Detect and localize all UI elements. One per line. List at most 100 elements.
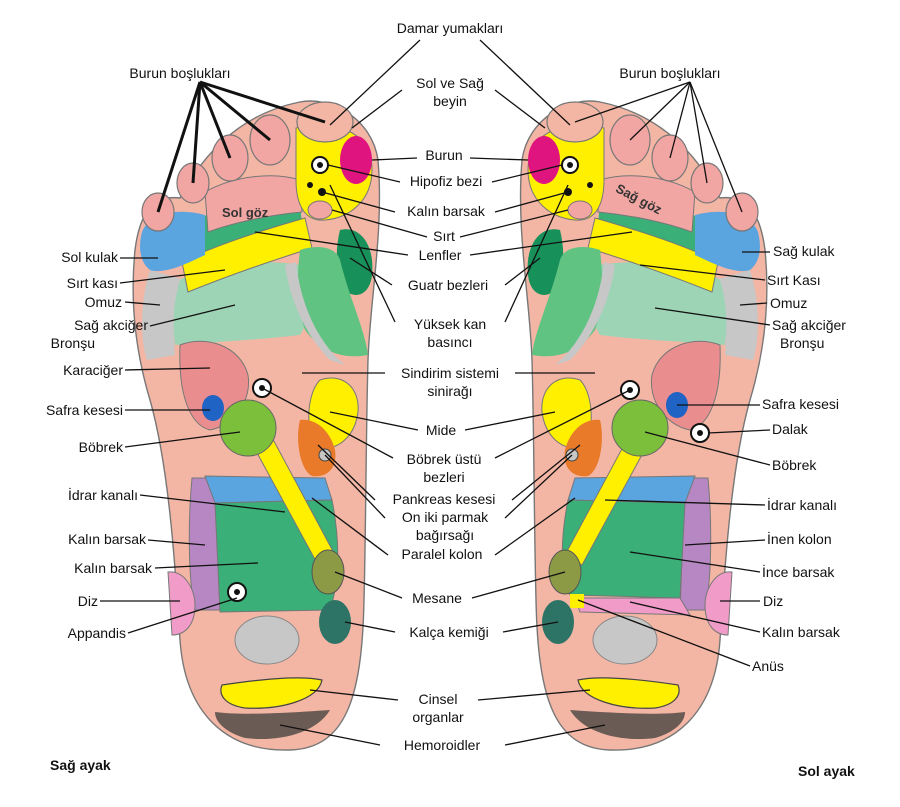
right-foot-grey-strip: [285, 262, 345, 365]
label-left-kalin-1: Kalın barsak: [68, 531, 147, 547]
left-foot-back-dot: [567, 200, 593, 220]
right-foot-nose-zone: [340, 136, 372, 184]
label-guatr: Guatr bezleri: [408, 277, 488, 293]
nose-leader-1: [371, 157, 418, 161]
left-liver-leader: [124, 367, 211, 371]
lymph-leader-1: [254, 231, 409, 256]
label-left-sirt-kasi: Sırt kası: [67, 275, 118, 291]
label-left-sol-kulak: Sol kulak: [61, 249, 119, 265]
left-foot-heel-zone: [592, 615, 658, 665]
label-right-sirt-kasi: Sırt Kası: [767, 272, 821, 288]
label-bobrek-ustu-2: bezleri: [423, 469, 464, 485]
label-paralel: Paralel kolon: [402, 546, 483, 562]
right-foot-gallbladder: [202, 395, 224, 421]
parallel-colon-leader-2: [494, 497, 576, 556]
label-sindirim-1: Sindirim sistemi: [401, 365, 499, 381]
label-left-bronsu: Bronşu: [51, 335, 95, 351]
label-kalin-barsak: Kalın barsak: [407, 203, 486, 219]
right-foot-hip: [319, 600, 351, 644]
right-foot-eye-text: Sol göz: [222, 205, 269, 220]
right-shoulder-leader: [739, 302, 768, 306]
right-foot-bladder: [311, 549, 345, 595]
right-foot: Sol göz: [132, 100, 381, 751]
hemorrhoid-leader-1: [279, 724, 381, 746]
right-colon-leader: [629, 601, 761, 633]
left-foot-grey-strip: [555, 262, 615, 365]
label-sindirim-2: sinirağı: [427, 383, 472, 399]
hip-leader-1: [344, 621, 396, 633]
left-foot-transverse-colon: [567, 475, 696, 504]
thyroid-leader-2: [504, 257, 541, 286]
label-right-dalak: Dalak: [772, 421, 809, 437]
right-foot-pancreas-zone: [298, 419, 336, 477]
label-pankreas: Pankreas kesesi: [393, 491, 496, 507]
label-left-karaciger: Karaciğer: [63, 362, 123, 378]
right-foot-shoulder-band: [142, 270, 185, 360]
label-right-safra: Safra kesesi: [762, 396, 839, 412]
left-foot: Sağ göz: [519, 100, 768, 751]
pancreas-leader-1: [317, 444, 376, 501]
left-foot-shoulder-band: [715, 270, 758, 360]
right-foot-dot: [307, 182, 313, 188]
label-right-bobrek: Böbrek: [772, 457, 817, 473]
left-shoulder-leader: [124, 301, 161, 306]
back-leader-2: [459, 209, 569, 238]
left-ureter-leader: [139, 494, 286, 513]
label-left-diz: Diz: [78, 593, 98, 609]
labels: Damar yumakları Sol ve Sağ beyin Burun H…: [46, 20, 855, 779]
hip-leader-2: [502, 621, 559, 633]
right-small-int-leader: [629, 551, 761, 573]
stomach-leader-2: [464, 411, 556, 431]
label-left-akciger: Sağ akciğer: [74, 317, 148, 333]
label-left-appandis: Appandis: [68, 625, 126, 641]
damar-leader-1: [329, 39, 421, 126]
hemorrhoid-leader-2: [504, 724, 606, 746]
genital-leader-1: [309, 689, 399, 701]
right-foot-hemorrhoid-zone: [215, 710, 330, 740]
right-foot-genital-zone: [220, 677, 323, 709]
label-mide: Mide: [426, 422, 457, 438]
right-descending-leader: [684, 539, 766, 546]
label-right-omuz: Omuz: [770, 295, 807, 311]
label-burun: Burun: [425, 147, 462, 163]
right-foot-appendix-core: [234, 589, 240, 595]
parallel-colon-leader-1: [311, 497, 389, 556]
label-bobrek-ustu-1: Böbrek üstü: [407, 451, 482, 467]
label-right-bronsu: Bronşu: [780, 335, 824, 351]
left-foot-anus-zone: [570, 594, 584, 608]
right-spleen-leader: [707, 429, 771, 434]
adrenal-leader-1: [261, 387, 394, 459]
left-foot-pituitary-core: [567, 162, 573, 168]
brain-leader-1: [351, 89, 403, 129]
label-right-anus: Anüs: [752, 658, 784, 674]
left-foot-pancreas-zone: [564, 419, 602, 477]
colon-top-leader-2: [494, 191, 569, 213]
colon-top-leader-1: [321, 191, 396, 213]
pituitary-leader-2: [491, 164, 563, 183]
label-right-inen: İnen kolon: [767, 530, 832, 547]
label-kalca: Kalça kemiği: [409, 624, 488, 640]
label-sirt: Sırt: [433, 228, 455, 244]
left-foot-knee-zone: [704, 571, 733, 636]
label-left-bobrek: Böbrek: [79, 439, 124, 455]
damar-leader-2: [479, 39, 571, 126]
left-lung-leader: [149, 304, 236, 327]
lymph-leader-2: [469, 231, 633, 256]
stomach-leader-1: [329, 411, 419, 431]
left-foot-dot: [587, 182, 593, 188]
genital-leader-2: [477, 689, 591, 701]
left-kidney-leader: [124, 431, 241, 448]
left-appendix-leader: [127, 597, 238, 634]
label-cinsel-1: Cinsel: [419, 691, 458, 707]
label-left-burun: Burun boşlukları: [129, 65, 230, 81]
duodenum-leader-1: [324, 454, 386, 519]
right-foot-pituitary-core: [317, 162, 323, 168]
label-hipofiz: Hipofiz bezi: [410, 173, 482, 189]
duodenum-leader-2: [504, 454, 573, 519]
label-right-idrar: İdrar kanalı: [767, 496, 837, 513]
label-right-akciger: Sağ akciğer: [772, 317, 846, 333]
left-colon2-leader: [154, 562, 259, 569]
brain-leader-2: [494, 89, 546, 129]
label-tansiyon-1: Yüksek kan: [414, 316, 486, 332]
